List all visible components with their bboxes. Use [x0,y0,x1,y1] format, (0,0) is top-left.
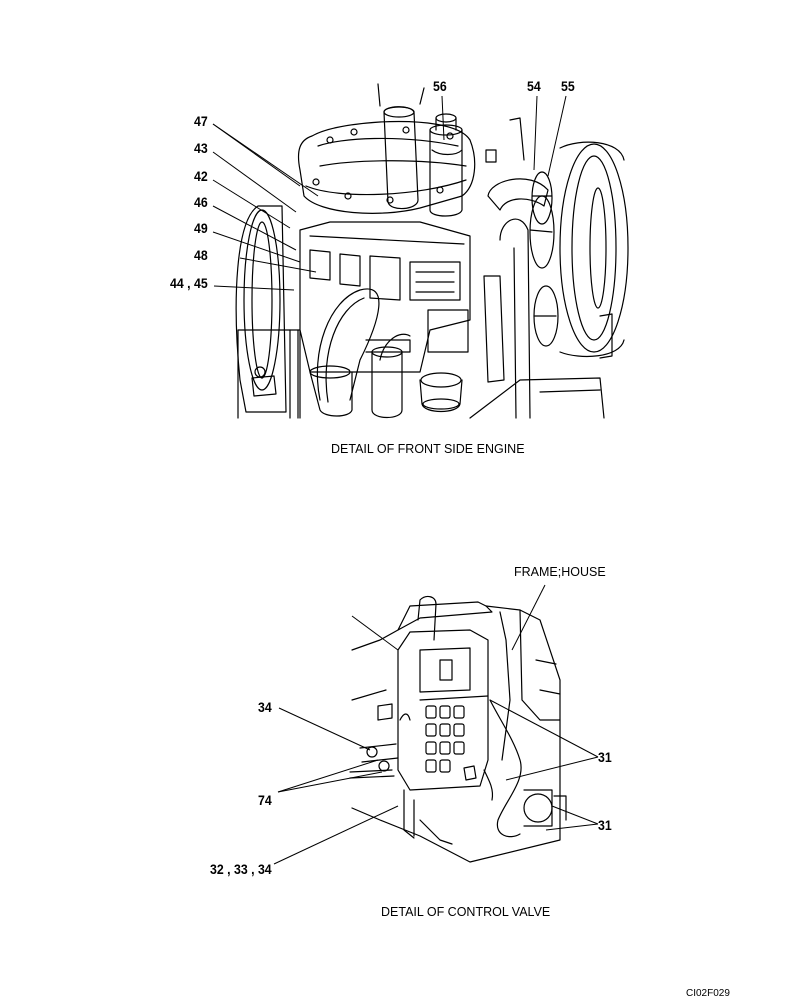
drawing-code: CI02F029 [686,988,730,999]
front-engine-caption: DETAIL OF FRONT SIDE ENGINE [331,442,525,456]
callout-49: 49 [194,220,208,236]
control-valve-caption: DETAIL OF CONTROL VALVE [381,905,551,919]
callout-55: 55 [561,78,575,94]
callout-74: 74 [258,792,272,808]
callout-31-upper: 31 [598,749,612,765]
callout-54: 54 [527,78,541,94]
callout-44-45: 44 , 45 [170,275,208,291]
callout-42: 42 [194,168,208,184]
callout-32-33-34: 32 , 33 , 34 [210,861,272,877]
callout-56: 56 [433,78,447,94]
callout-47: 47 [194,113,208,129]
callout-46: 46 [194,194,208,210]
callout-43: 43 [194,140,208,156]
callout-31-lower: 31 [598,817,612,833]
callout-48: 48 [194,247,208,263]
callout-34: 34 [258,699,272,715]
frame-house-label: FRAME;HOUSE [514,565,606,579]
